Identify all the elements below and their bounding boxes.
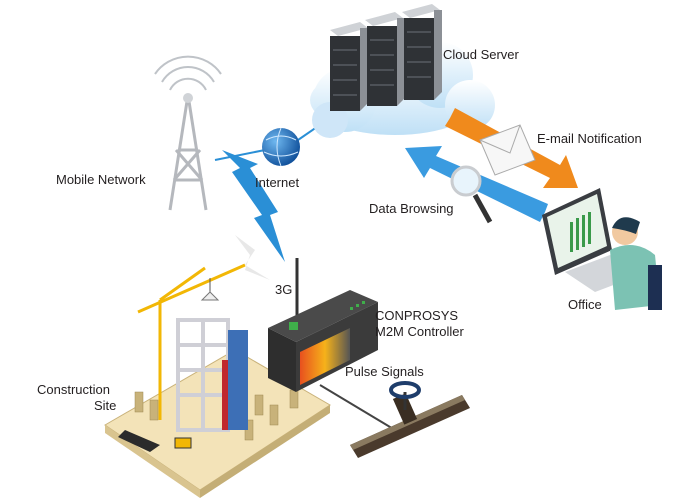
data-browsing-label: Data Browsing — [369, 201, 454, 216]
3g-label: 3G — [275, 282, 293, 297]
internet-globe-icon — [262, 127, 300, 167]
office-illustration — [542, 188, 662, 310]
pipe-valve-illustration — [350, 381, 470, 458]
controller-label-line1: CONPROSYS — [375, 308, 459, 323]
server-rack-icon — [330, 4, 442, 111]
controller-label-line2: M2M Controller — [375, 324, 464, 339]
wireless-link-bolt — [222, 150, 285, 262]
email-notification-label: E-mail Notification — [537, 131, 642, 146]
cloud-server-label: Cloud Server — [443, 47, 519, 62]
internet-label: Internet — [255, 175, 300, 190]
mobile-network-tower-illustration — [154, 55, 270, 280]
magnifier-icon — [450, 165, 493, 224]
m2m-controller-illustration — [268, 258, 396, 431]
construction-site-label-line2: Site — [94, 398, 117, 413]
construction-site-illustration — [104, 263, 331, 498]
office-label: Office — [568, 297, 602, 312]
pulse-signals-label: Pulse Signals — [345, 364, 424, 379]
mobile-network-label: Mobile Network — [56, 172, 146, 187]
envelope-icon — [479, 124, 536, 176]
construction-site-label-line1: Construction — [37, 382, 110, 397]
